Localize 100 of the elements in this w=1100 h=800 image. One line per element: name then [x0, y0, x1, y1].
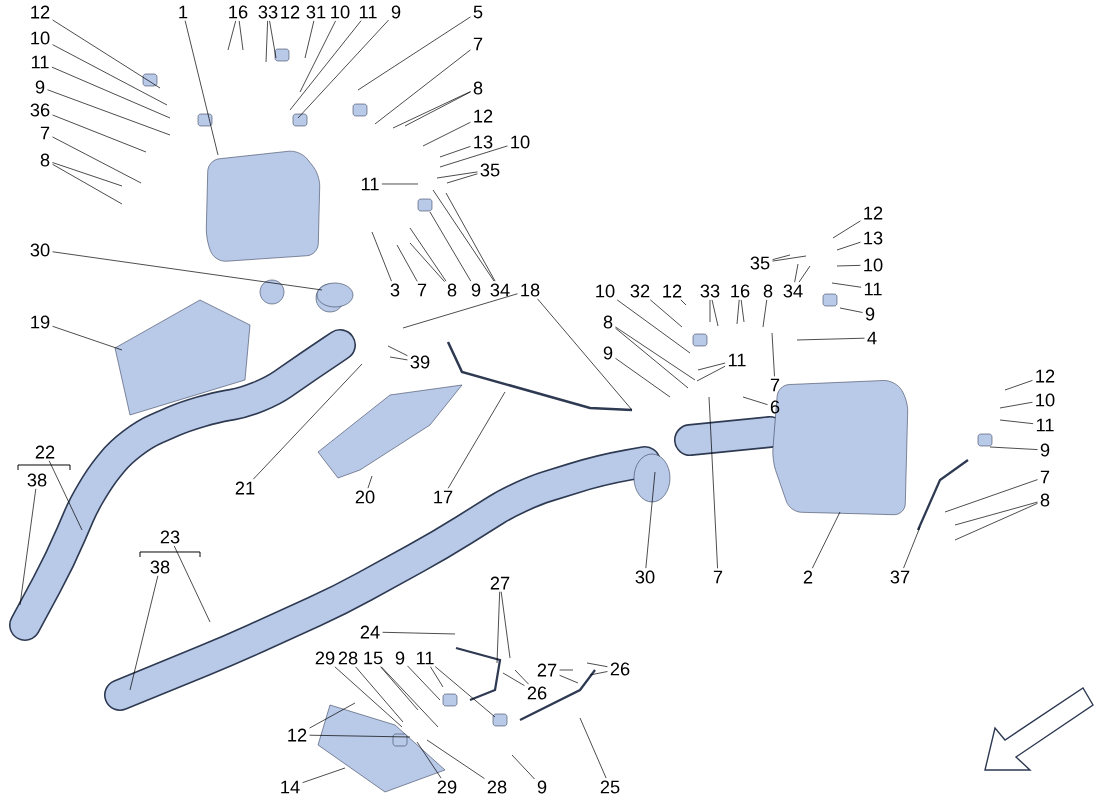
leader-line [357, 16, 471, 91]
callout-number: 22 [35, 445, 55, 459]
leader-line [615, 357, 671, 398]
leader-line [559, 674, 579, 684]
leader-line [439, 145, 508, 168]
callout-number: 30 [30, 243, 50, 257]
callout-number: 7 [40, 126, 50, 140]
callout-number: 28 [338, 651, 358, 665]
leader-line [227, 20, 237, 51]
leader-line [616, 299, 691, 354]
leader-line [409, 242, 445, 282]
leader-line [374, 49, 471, 125]
callout-number: 4 [867, 331, 877, 345]
leader-line [708, 396, 718, 569]
callout-number: 8 [40, 153, 50, 167]
callout-number: 37 [890, 570, 910, 584]
callout-number: 25 [600, 780, 620, 794]
callout-number: 11 [31, 55, 49, 69]
leader-line [559, 669, 574, 671]
callout-number: 12 [663, 284, 682, 298]
callout-number: 27 [537, 663, 557, 677]
leader-line [445, 192, 496, 282]
callout-number: 9 [603, 346, 613, 360]
callout-number: 10 [864, 258, 883, 272]
callout-number: 16 [229, 5, 248, 19]
leader-line [334, 666, 403, 728]
leader-line [762, 299, 768, 328]
leader-line [52, 251, 323, 291]
leader-line [514, 669, 529, 685]
leader-line [434, 666, 496, 718]
leader-line [173, 545, 211, 623]
callout-number: 8 [1040, 493, 1050, 507]
callout-number: 10 [31, 31, 50, 45]
callout-number: 39 [410, 355, 430, 369]
callout-number: 7 [713, 570, 723, 584]
leader-line [537, 298, 633, 411]
callout-number: 9 [35, 80, 45, 94]
leader-line [680, 299, 687, 306]
leader-line [422, 121, 471, 147]
callout-number: 24 [360, 625, 380, 639]
leader-line [999, 419, 1034, 425]
leader-line [989, 446, 1038, 450]
callout-number: 7 [1040, 470, 1050, 484]
callout-number: 26 [527, 686, 547, 700]
leader-line [297, 19, 389, 119]
leader-line [52, 44, 168, 106]
leader-line [502, 672, 525, 686]
leader-line [446, 173, 478, 184]
leader-line [903, 526, 921, 569]
leader-line [309, 702, 356, 729]
leader-line [772, 255, 807, 262]
leader-line [999, 401, 1033, 409]
callout-number: 34 [490, 283, 510, 297]
callout-number: 7 [770, 378, 780, 392]
leader-line [184, 20, 219, 156]
callout-number: 34 [783, 284, 803, 298]
leader-line [439, 146, 471, 158]
leader-line [771, 332, 775, 377]
callout-number: 32 [630, 284, 650, 298]
leader-line [52, 162, 123, 187]
callout-number: 30 [635, 570, 655, 584]
callout-number: 18 [521, 283, 540, 297]
leader-line [407, 665, 441, 701]
callout-number: 36 [30, 103, 50, 117]
leader-line [436, 171, 478, 179]
leader-line [511, 754, 535, 780]
leader-line [615, 327, 689, 389]
callout-number: 11 [416, 651, 434, 665]
callout-number: 29 [437, 780, 457, 794]
leader-line [389, 356, 408, 361]
leader-line [831, 282, 862, 288]
leader-line [19, 488, 37, 606]
callout-number: 12 [864, 206, 883, 220]
leader-line [650, 299, 683, 328]
leader-line [409, 227, 447, 282]
leader-line [740, 299, 745, 323]
leader-line [615, 326, 696, 381]
leader-line [709, 299, 711, 323]
leader-line [794, 263, 799, 283]
callout-number: 11 [864, 282, 882, 296]
callout-number: 33 [258, 5, 278, 19]
callout-number: 12 [281, 5, 300, 19]
leader-line [432, 189, 495, 282]
callout-number: 5 [473, 5, 483, 19]
callout-number: 8 [763, 284, 773, 298]
leader-line [404, 91, 471, 127]
callout-number: 2 [803, 570, 813, 584]
callout-number: 8 [603, 315, 613, 329]
callout-number: 11 [728, 353, 746, 367]
leader-line [47, 89, 171, 136]
callout-number: 12 [1036, 369, 1055, 383]
callout-number: 8 [447, 283, 457, 297]
leader-line [380, 666, 419, 711]
callout-number: 35 [750, 256, 770, 270]
callout-number: 21 [235, 481, 255, 495]
leader-line [796, 337, 865, 341]
callout-number: 7 [417, 283, 427, 297]
callout-number: 14 [281, 780, 300, 794]
callout-number: 27 [490, 576, 510, 590]
leader-line [836, 241, 861, 251]
